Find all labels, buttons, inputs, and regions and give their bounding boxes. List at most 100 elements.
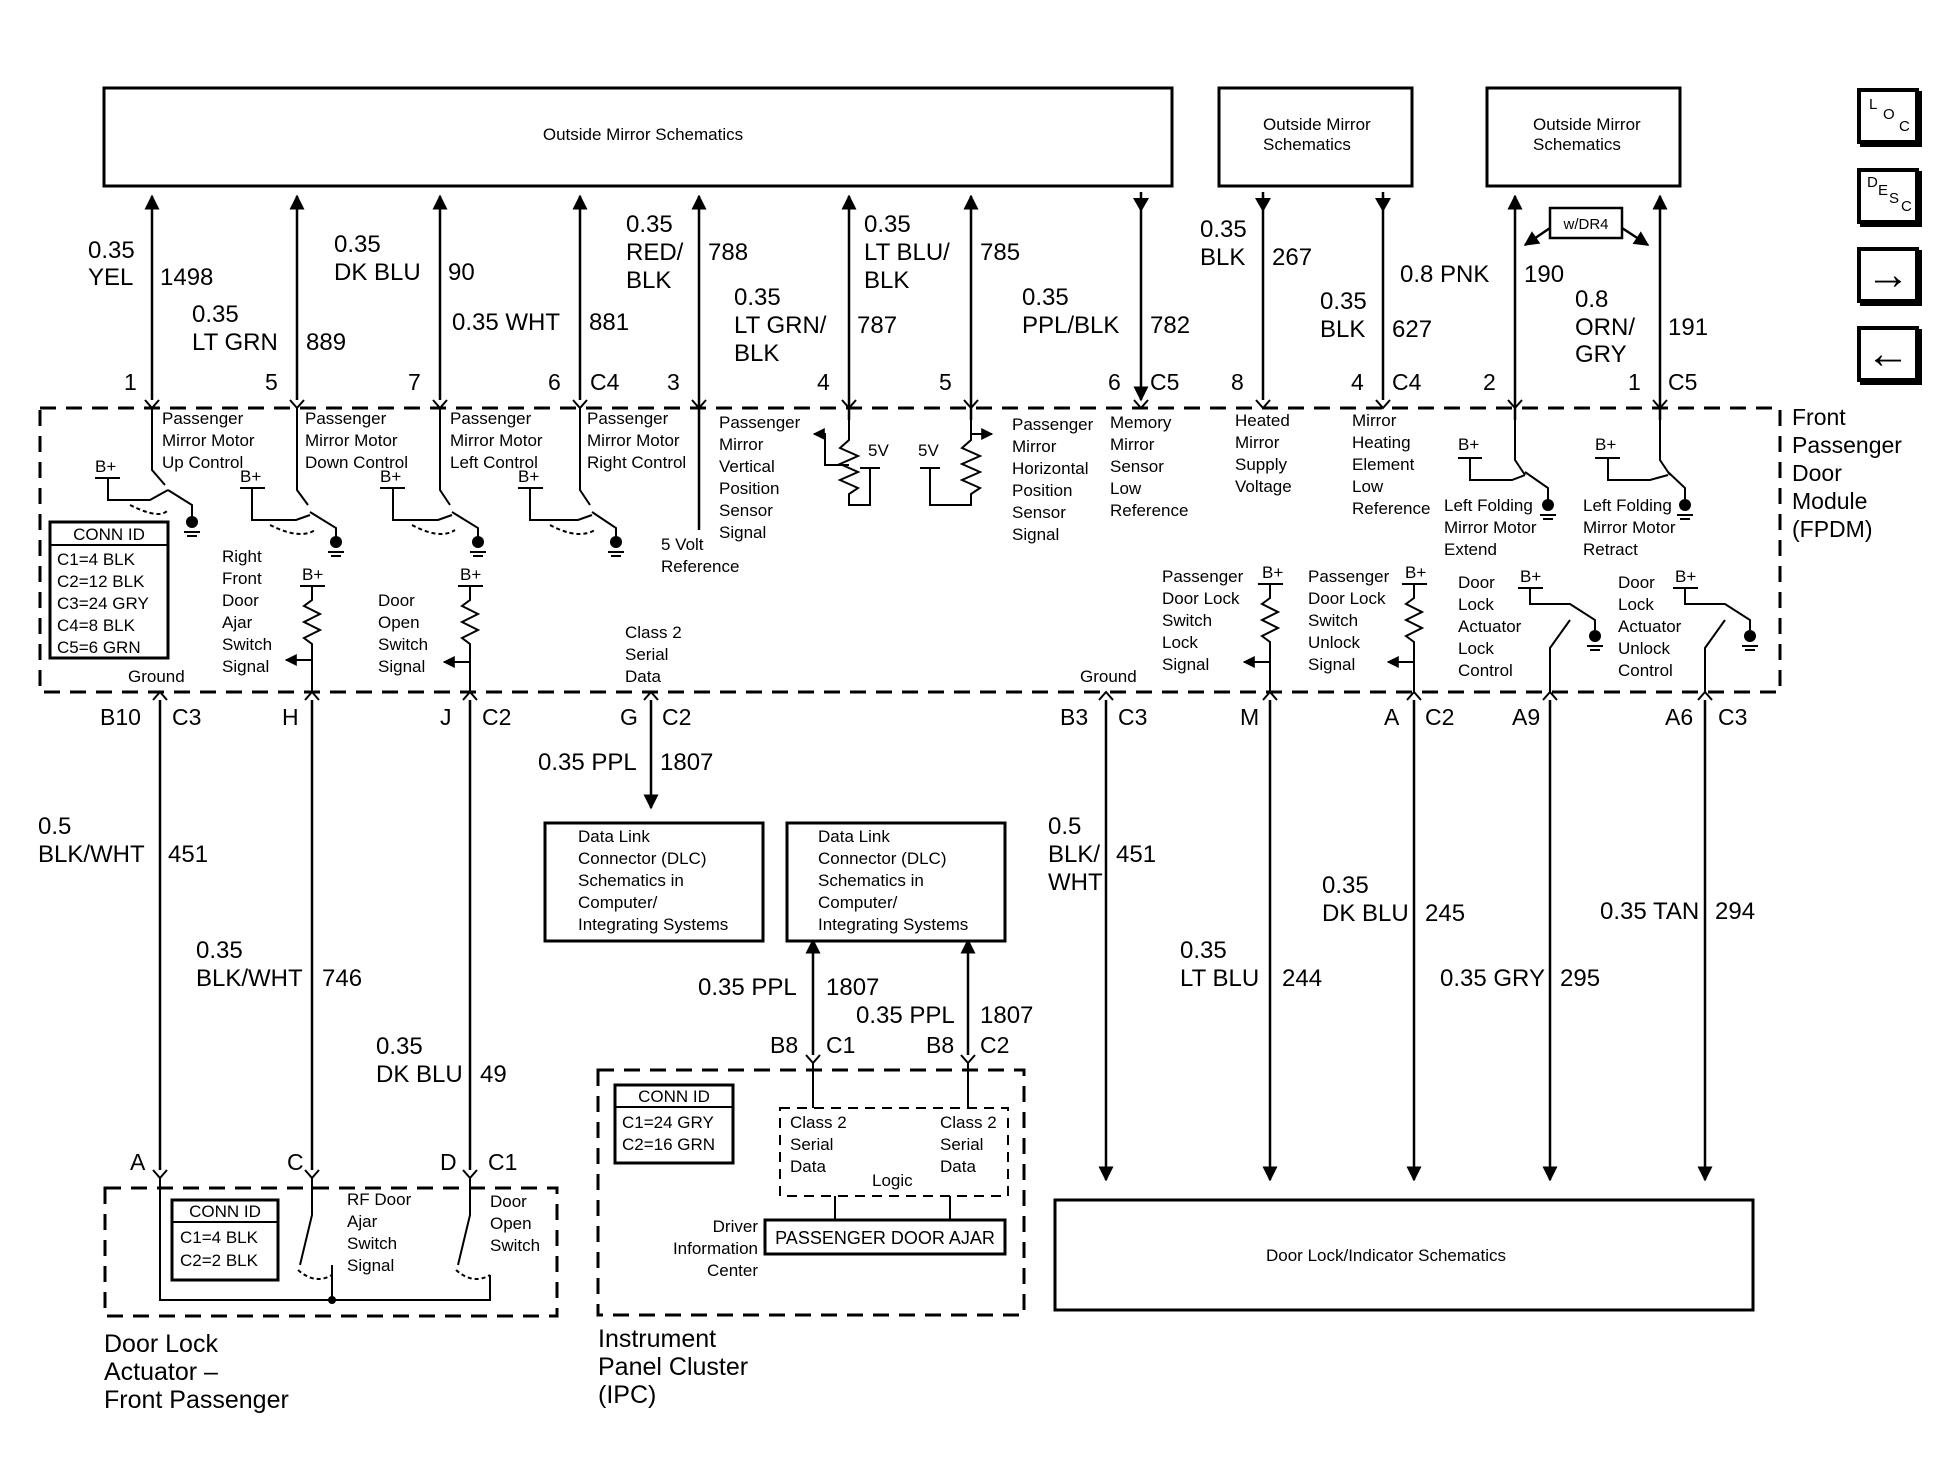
conn-c2: C2 (1425, 704, 1454, 730)
ipc-title-2: Panel Cluster (598, 1353, 748, 1381)
lock-switch-label: Signal (1162, 655, 1209, 674)
ipc-class2-left: Class 2 (790, 1113, 847, 1132)
wire-267-circuit: 267 (1272, 244, 1312, 271)
mem-sensor-label: Memory (1110, 413, 1172, 432)
up-control-label-3: Up Control (162, 453, 243, 472)
ipc-title-3: (IPC) (598, 1381, 656, 1409)
wire-191-color-b: GRY (1575, 341, 1627, 368)
loc-button[interactable]: L O C (1857, 88, 1919, 144)
ground-label: Ground (128, 667, 185, 686)
wire-785-circuit: 785 (980, 239, 1020, 266)
bplus-label: B+ (302, 565, 323, 584)
actuator-title-2: Actuator – (104, 1358, 218, 1386)
fold-extend-label: Mirror Motor (1444, 518, 1537, 537)
unlock-switch-label: Door Lock (1308, 589, 1386, 608)
wire-451b-color-a: BLK/ (1048, 841, 1100, 868)
wire-1498-gauge: 0.35 (88, 237, 135, 264)
wire-49-color: DK BLU (376, 1061, 463, 1088)
wire-245-gauge: 0.35 (1322, 872, 1369, 899)
wire-49-circuit: 49 (480, 1061, 507, 1088)
wire-1807c-label: 0.35 PPL (856, 1002, 955, 1029)
left-control-label-2: Mirror Motor (450, 431, 543, 450)
ipc-class2-left: Serial (790, 1135, 833, 1154)
horiz-sensor-label: Signal (1012, 525, 1059, 544)
outside-mirror-3-line2: Schematics (1533, 135, 1621, 154)
wire-191-color-a: ORN/ (1575, 314, 1635, 341)
wire-1807b-label: 0.35 PPL (698, 974, 797, 1001)
wire-90-color: DK BLU (334, 259, 421, 286)
door-open-label: Door (378, 591, 415, 610)
wire-451-color: BLK/WHT (38, 841, 145, 868)
next-button[interactable]: → (1857, 247, 1919, 303)
ground-label: Ground (1080, 667, 1137, 686)
wire-788-color-b: BLK (626, 267, 671, 294)
rf-ajar-label: Switch (222, 635, 272, 654)
wire-785-color-b: BLK (864, 267, 909, 294)
wire-788-color-a: RED/ (626, 239, 684, 266)
rf-ajar-label: Signal (222, 657, 269, 676)
class2-label: Serial (625, 645, 668, 664)
dlc-2-line: Schematics in (818, 871, 924, 890)
vert-sensor-label: Vertical (719, 457, 775, 476)
wire-782-color: PPL/BLK (1022, 312, 1119, 339)
actuator-rf-ajar: Ajar (347, 1212, 378, 1231)
wire-1807-circuit: 1807 (660, 749, 713, 776)
actuator-title-1: Door Lock (104, 1330, 218, 1358)
outside-mirror-box (102, 86, 1174, 188)
pin-8: 8 (1231, 369, 1244, 395)
desc-glyph-s: S (1889, 190, 1900, 207)
wire-451b-circuit: 451 (1116, 841, 1156, 868)
loc-glyph-o: O (1883, 106, 1895, 123)
fpdm-conn-row: C2=12 BLK (57, 572, 145, 591)
rf-ajar-label: Door (222, 591, 259, 610)
heating-label: Low (1352, 477, 1384, 496)
horiz-sensor-label: Mirror (1012, 437, 1057, 456)
vert-sensor-label: Mirror (719, 435, 764, 454)
ipc-dic-label: Information (673, 1239, 758, 1258)
horiz-sensor-label: Position (1012, 481, 1072, 500)
desc-glyph-c: C (1901, 198, 1912, 215)
desc-button[interactable]: D E S C (1857, 168, 1919, 224)
wire-451-gauge: 0.5 (38, 813, 71, 840)
wire-1807b-circuit: 1807 (826, 974, 879, 1001)
unlock-switch-label: Unlock (1308, 633, 1360, 652)
pin-5b: 5 (939, 369, 952, 395)
wire-244-circuit: 244 (1282, 965, 1322, 992)
wire-785-color-a: LT BLU/ (864, 239, 950, 266)
fold-retract-label: Left Folding (1583, 496, 1672, 515)
pin-m: M (1240, 704, 1259, 730)
pin-g: G (620, 704, 638, 730)
actuator-conn-c1: C1 (488, 1149, 517, 1175)
heated-label: Heated (1235, 411, 1290, 430)
pin-6b: 6 (1108, 369, 1121, 395)
fpdm-conn-row: C4=8 BLK (57, 616, 136, 635)
wire-245-circuit: 245 (1425, 900, 1465, 927)
wire-451b-gauge: 0.5 (1048, 813, 1081, 840)
pin-b10: B10 (100, 704, 141, 730)
class2-label: Class 2 (625, 623, 682, 642)
five-volt-ref-label: Reference (661, 557, 739, 576)
outside-mirror-2-line1: Outside Mirror (1263, 115, 1371, 134)
pin-7: 7 (408, 369, 421, 395)
ipc-conn-row: C2=16 GRN (622, 1135, 715, 1154)
mem-sensor-label: Reference (1110, 501, 1188, 520)
lock-switch-label: Door Lock (1162, 589, 1240, 608)
dlc-2-line: Connector (DLC) (818, 849, 947, 868)
fpdm-title-4: Module (1792, 488, 1867, 514)
ipc-title-1: Instrument (598, 1325, 716, 1353)
wire-245-color: DK BLU (1322, 900, 1409, 927)
previous-button[interactable]: ← (1857, 326, 1919, 382)
bplus-label: B+ (460, 565, 481, 584)
bplus-label: B+ (1595, 435, 1616, 454)
wire-190-gauge: 0.8 PNK (1400, 261, 1489, 288)
wire-244-gauge: 0.35 (1180, 937, 1227, 964)
lock-switch-label: Passenger (1162, 567, 1244, 586)
dlc-1-line: Data Link (578, 827, 650, 846)
mem-sensor-label: Sensor (1110, 457, 1164, 476)
fpdm-title-2: Passenger (1792, 432, 1902, 458)
down-control-label-3: Down Control (305, 453, 408, 472)
wire-191-circuit: 191 (1668, 314, 1708, 341)
fpdm-title-1: Front (1792, 404, 1846, 430)
ipc-class2-right: Data (940, 1157, 976, 1176)
wire-785-gauge: 0.35 (864, 211, 911, 238)
